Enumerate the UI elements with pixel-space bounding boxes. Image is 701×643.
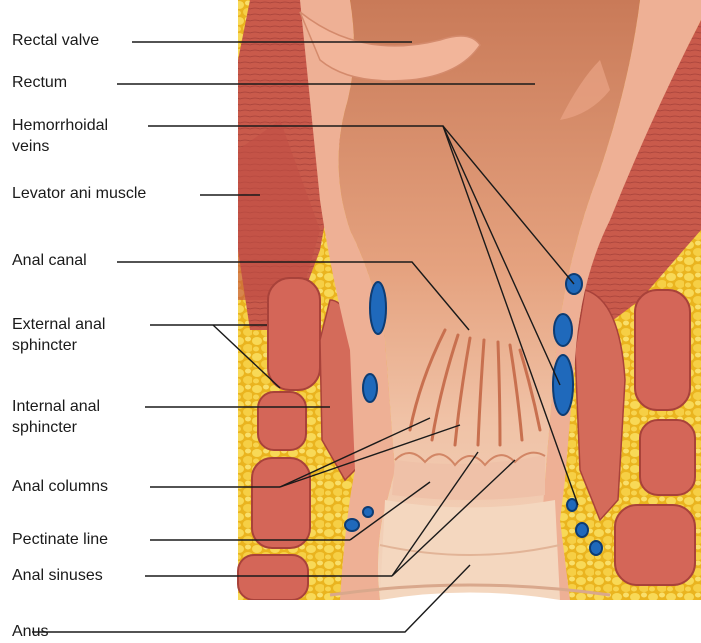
label-anal-sinuses: Anal sinuses xyxy=(12,566,103,586)
label-pectinate-line: Pectinate line xyxy=(12,530,108,550)
label-levator-ani-muscle: Levator ani muscle xyxy=(12,184,146,204)
label-anal-canal: Anal canal xyxy=(12,251,87,271)
label-rectum: Rectum xyxy=(12,73,67,93)
label-internal-anal-sphincter-line2: sphincter xyxy=(12,418,77,438)
label-hemorrhoidal-veins-line2: veins xyxy=(12,137,49,157)
label-anus: Anus xyxy=(12,622,48,642)
label-anal-columns: Anal columns xyxy=(12,477,108,497)
label-external-anal-sphincter-line2: sphincter xyxy=(12,336,77,356)
label-external-anal-sphincter-line1: External anal xyxy=(12,315,105,335)
label-hemorrhoidal-veins-line1: Hemorrhoidal xyxy=(12,116,108,136)
pectinate-zone xyxy=(380,453,560,600)
label-rectal-valve: Rectal valve xyxy=(12,31,99,51)
label-internal-anal-sphincter-line1: Internal anal xyxy=(12,397,100,417)
